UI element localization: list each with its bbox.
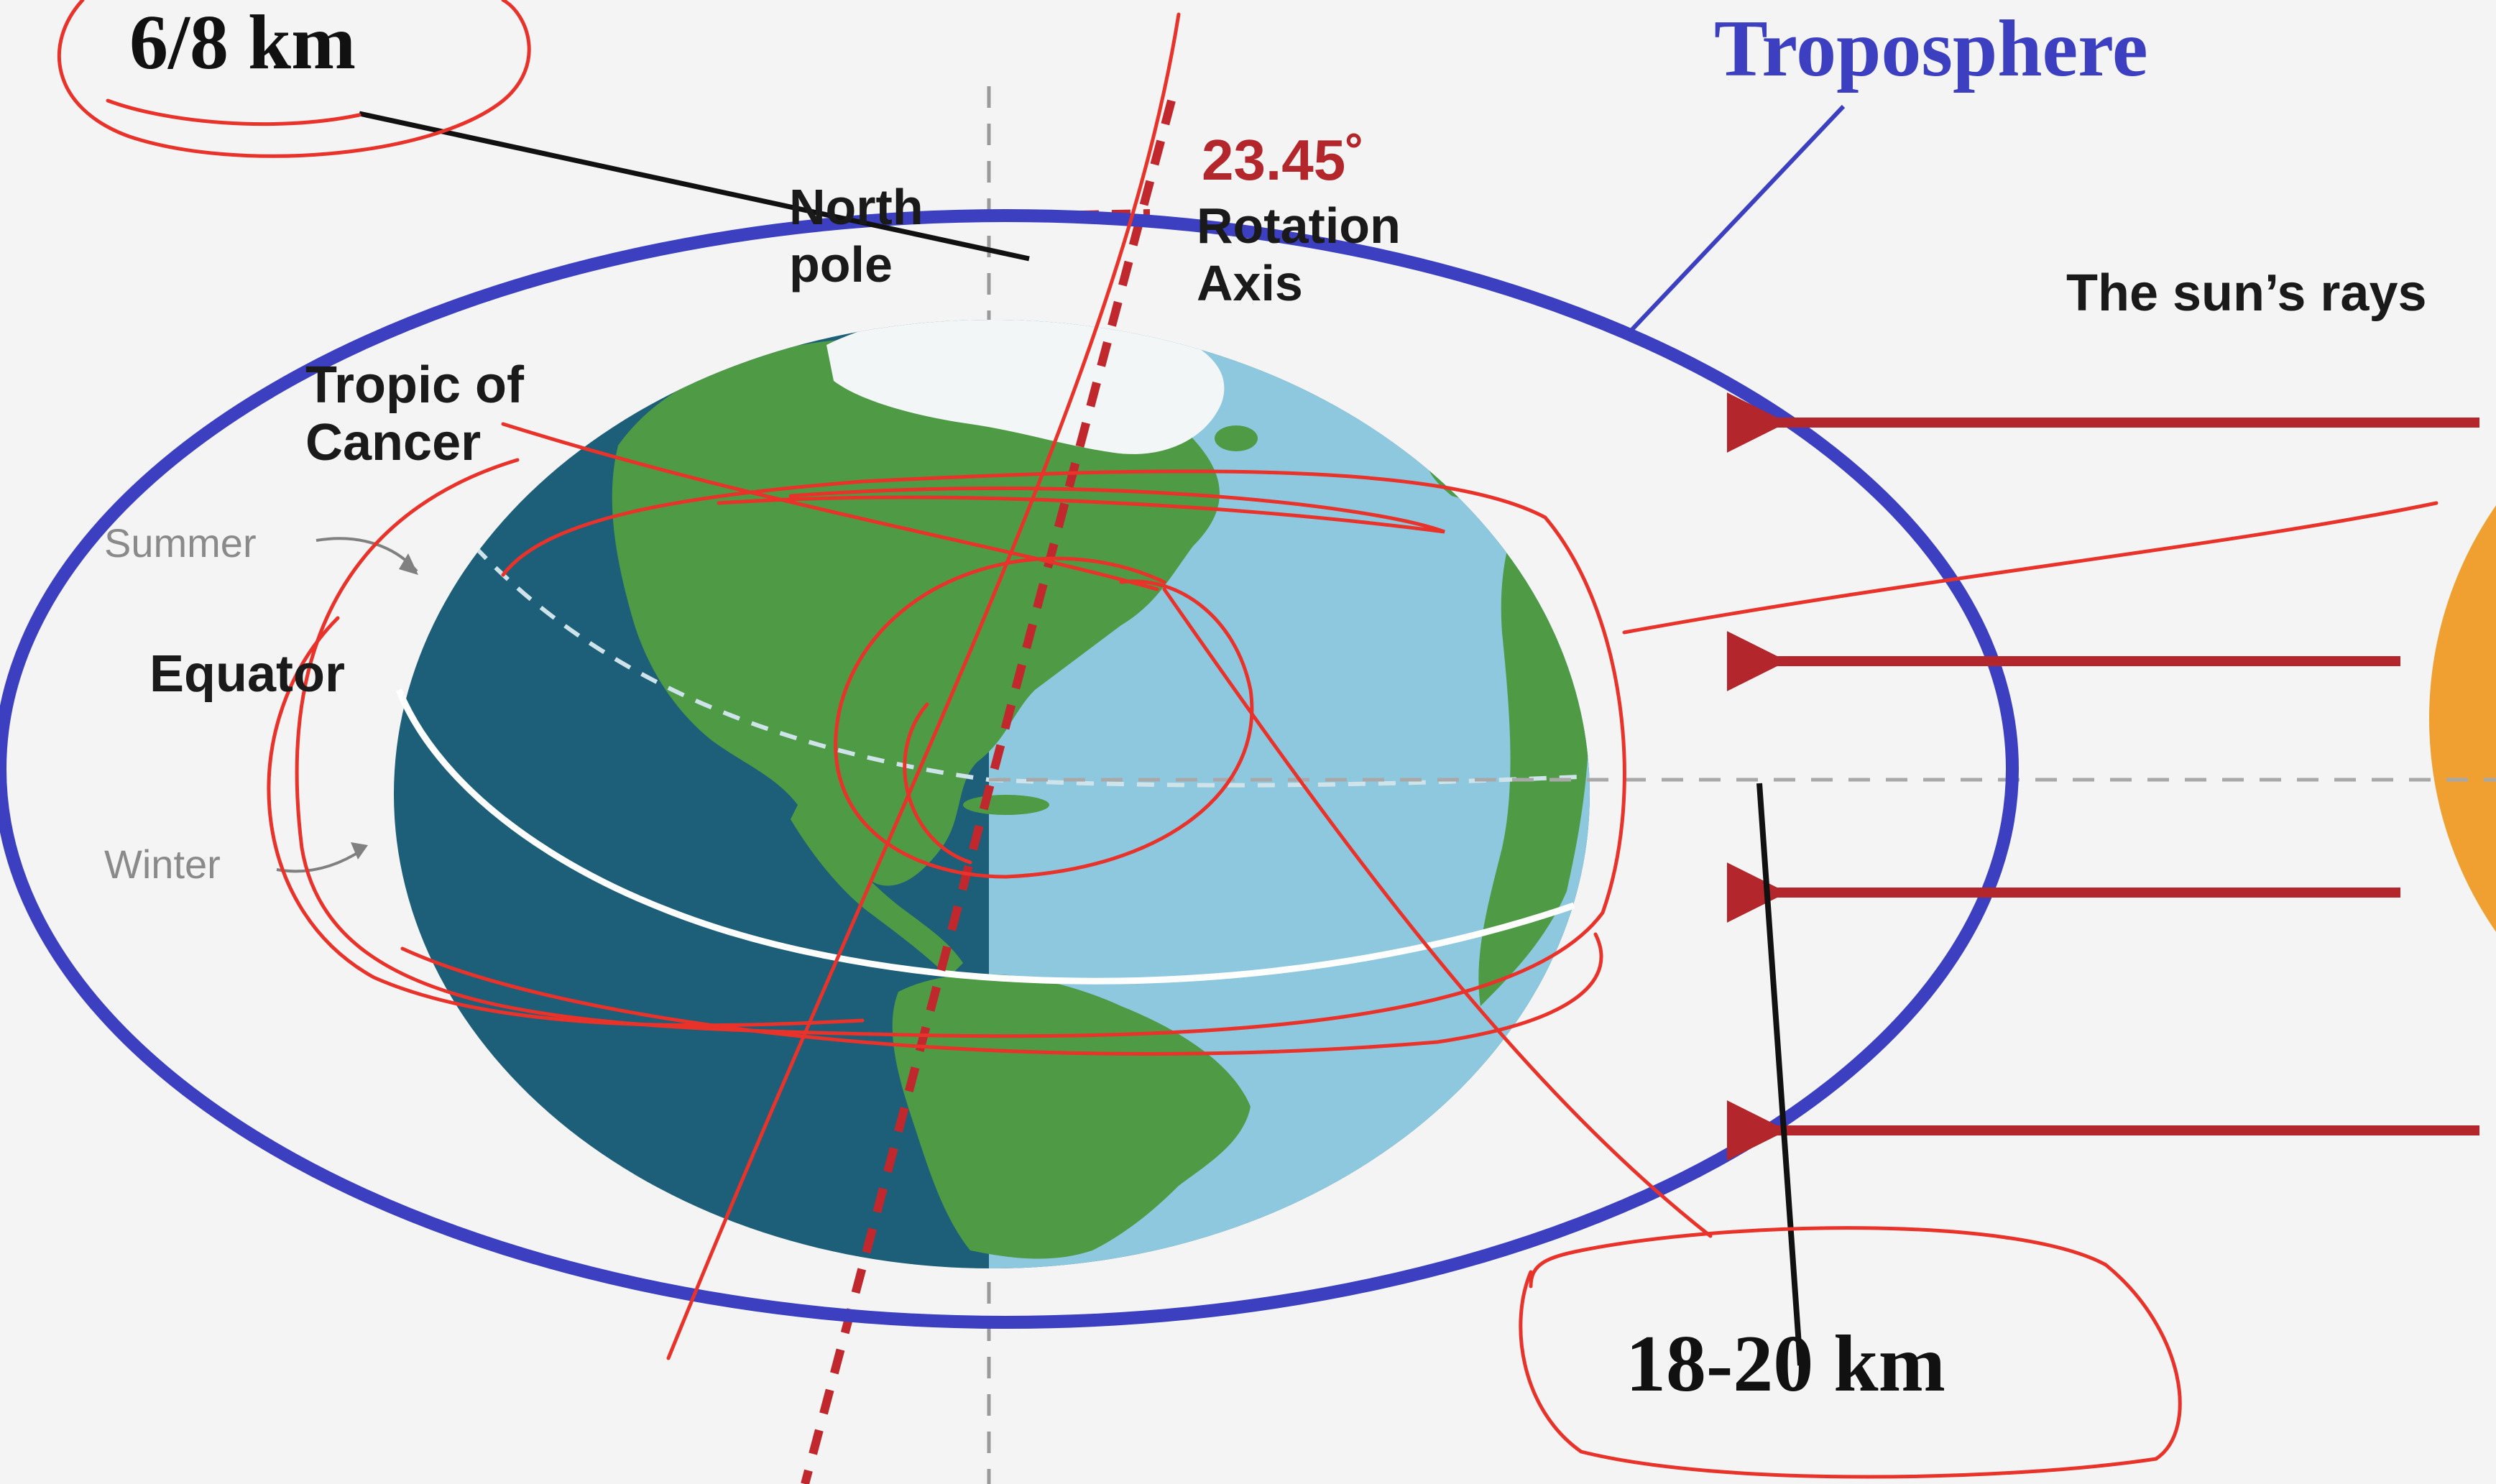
- summer-arrowhead: [399, 553, 418, 575]
- greenland-ice: [826, 320, 1225, 454]
- scribble-axis-line: [666, 12, 1181, 1360]
- central-america-landmass: [791, 805, 963, 977]
- winter-arrow: [276, 848, 364, 873]
- island: [1215, 425, 1258, 451]
- scribble-long-diagonal: [1162, 587, 1713, 1238]
- sun: [2429, 505, 2496, 932]
- sun-rays: [1726, 392, 2479, 1161]
- tilt-angle-label: 23.45˚: [1202, 128, 1365, 192]
- equatorial-height-pointer: [1756, 783, 1803, 1366]
- tropic-label-line2: Cancer: [305, 414, 481, 471]
- scribble-lower-ring: [400, 932, 1603, 1056]
- rotation-axis-label-line2: Axis: [1197, 255, 1303, 311]
- winter-arrowhead: [351, 842, 368, 859]
- summer-label: Summer: [104, 520, 257, 566]
- equatorial-height-circle: [1519, 1226, 2182, 1479]
- scribble-center-hook: [903, 702, 972, 865]
- winter-label: Winter: [104, 842, 221, 887]
- polar-height-circle: [57, 0, 531, 158]
- rotation-axis-label-line1: Rotation: [1197, 198, 1401, 254]
- scribble-loop-inner: [717, 487, 1445, 534]
- equator-label: Equator: [149, 645, 345, 703]
- north-pole-label-line1: North: [789, 179, 924, 235]
- equator-line: [395, 688, 1575, 985]
- layer-name-label: Troposphere: [1714, 4, 2148, 93]
- scribble-loop-outer: [295, 458, 1626, 1038]
- troposphere-pointer: [1622, 104, 1846, 340]
- south-america-landmass: [892, 974, 1251, 1259]
- troposphere-ring: [0, 209, 2019, 1329]
- scribble-diagonal: [501, 422, 1159, 591]
- north-pole-label-line2: pole: [789, 236, 893, 292]
- cuba-island: [963, 795, 1049, 815]
- tropic-label-line1: Tropic of: [305, 356, 525, 414]
- hand-drawn-annotations: [57, 0, 2439, 1479]
- rotation-axis: [801, 99, 1176, 1484]
- polar-height-label: 6/8 km: [129, 0, 356, 86]
- polar-height-circle-tail: [106, 98, 361, 126]
- equatorial-height-label: 18-20 km: [1626, 1319, 1945, 1409]
- scribble-left-oval: [267, 616, 865, 1028]
- sun-rays-label: The sun’s rays: [2066, 264, 2427, 322]
- scribble-ray-stroke: [1622, 501, 2439, 635]
- polar-height-pointer: [359, 111, 1030, 262]
- scribble-loop-small: [834, 556, 1254, 879]
